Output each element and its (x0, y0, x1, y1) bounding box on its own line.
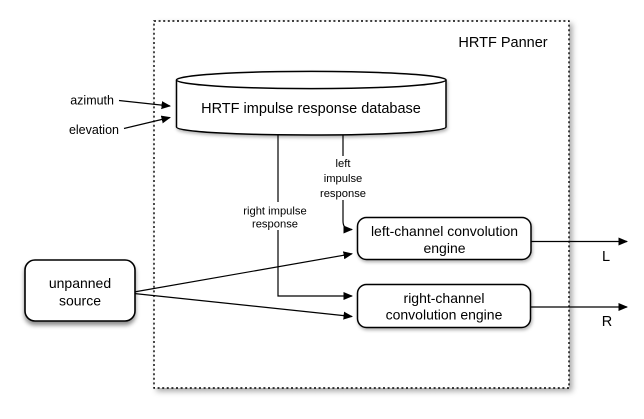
elevation-label: elevation (69, 123, 119, 137)
left-impulse-label-line1: left (336, 158, 352, 170)
left-output-label: L (602, 249, 610, 265)
unpanned-source-node: unpanned source (24, 259, 136, 322)
unpanned-source-label-line2: source (59, 293, 101, 309)
left-impulse-wire (342, 131, 353, 234)
right-impulse-label-bg (237, 202, 314, 230)
right-engine-label-line2: convolution engine (386, 307, 503, 323)
left-impulse-label-line3: response (320, 188, 366, 200)
panner-title: HRTF Panner (458, 35, 547, 51)
right-impulse-label-line1: right impulse (243, 206, 306, 218)
left-convolution-engine-node: left-channel convolution engine (356, 216, 532, 261)
azimuth-label: azimuth (70, 94, 114, 108)
elevation-arrow (123, 115, 171, 130)
azimuth-arrow (118, 99, 171, 110)
source-to-left-engine-wire (133, 251, 353, 293)
right-impulse-wire (277, 131, 353, 300)
database-label: HRTF impulse response database (201, 101, 421, 117)
hrtf-database-cylinder (175, 70, 447, 136)
unpanned-source-label-line1: unpanned (49, 275, 111, 291)
left-engine-label-line2: engine (423, 240, 465, 256)
left-impulse-label-bg (316, 156, 371, 200)
right-convolution-engine-node: right-channel convolution engine (356, 283, 532, 329)
right-engine-label-line1: right-channel (404, 290, 485, 306)
right-output-label: R (602, 314, 612, 330)
source-to-right-engine-wire (133, 292, 353, 320)
left-engine-label-line1: left-channel convolution (371, 223, 518, 239)
right-impulse-label-line2: response (252, 219, 298, 231)
left-impulse-label-line2: impulse (324, 173, 363, 185)
